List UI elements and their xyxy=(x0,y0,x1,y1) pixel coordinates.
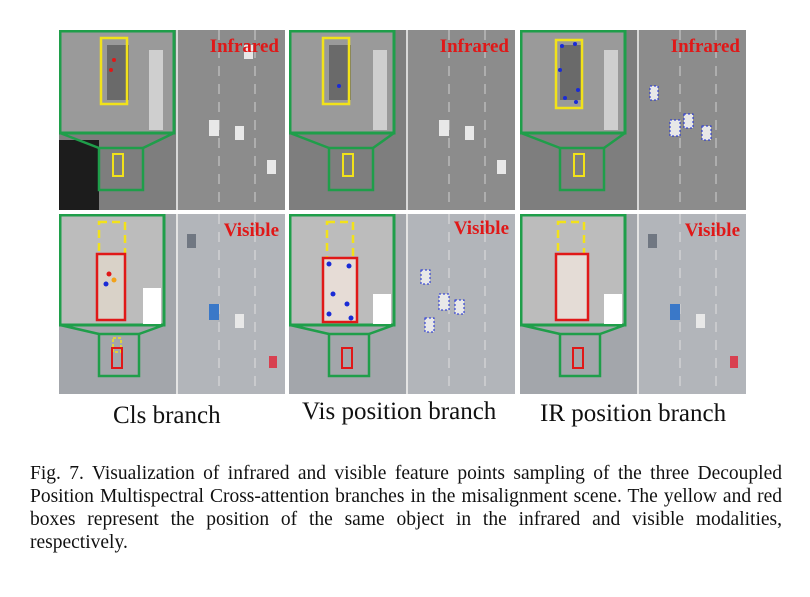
figure-caption: Fig. 7. Visualization of infrared and vi… xyxy=(30,463,782,553)
column-label-cls-branch: Cls branch xyxy=(113,402,221,429)
panel-infrared-cls: Infrared xyxy=(59,30,285,210)
modality-label-visible: Visible xyxy=(453,218,509,239)
modality-label-visible: Visible xyxy=(223,220,279,241)
panel-visible-ir-position: Visible xyxy=(520,214,746,394)
modality-label-infrared: Infrared xyxy=(439,36,509,57)
modality-label-infrared: Infrared xyxy=(670,36,740,57)
modality-label-visible: Visible xyxy=(684,220,740,241)
column-label-ir-position-branch: IR position branch xyxy=(540,400,727,427)
panel-infrared-vis-position: Infrared xyxy=(289,30,515,210)
panel-visible-cls: Visible xyxy=(59,214,285,394)
panel-infrared-ir-position: Infrared xyxy=(520,30,746,210)
modality-label-infrared: Infrared xyxy=(209,36,279,57)
panel-visible-vis-position: Visible xyxy=(289,214,515,394)
column-label-vis-position-branch: Vis position branch xyxy=(302,398,497,425)
